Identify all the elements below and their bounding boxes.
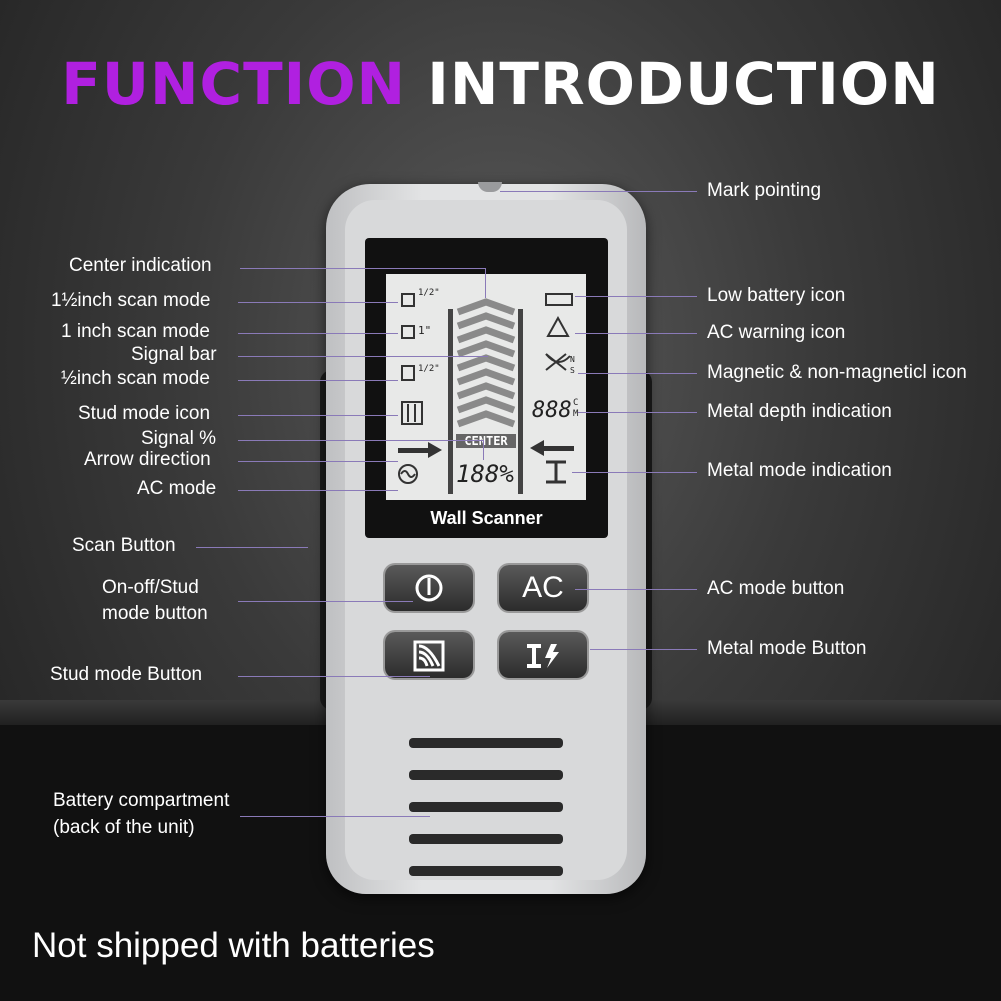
metal-button[interactable]: [499, 632, 587, 678]
percent-readout: 188%: [456, 460, 514, 488]
label-stud-icon: Stud mode icon: [78, 403, 211, 424]
label-mark: Mark pointing: [707, 180, 822, 201]
leader-line: [240, 816, 430, 817]
leader-line: [590, 649, 697, 650]
power-button[interactable]: [385, 565, 473, 611]
leader-line: [238, 415, 398, 416]
signal-chevron: [456, 298, 516, 316]
scan-icon-c: [401, 365, 415, 381]
signal-chevron: [456, 354, 516, 372]
stud-button[interactable]: [385, 632, 473, 678]
signal-chevron: [456, 326, 516, 344]
vent-slot: [409, 802, 563, 812]
leader-line: [238, 676, 430, 677]
label-metal-depth: Metal depth indication: [707, 401, 892, 422]
leader-line: [572, 472, 697, 473]
vent-slot: [409, 834, 563, 844]
leader-line: [240, 268, 485, 269]
leader-line: [238, 461, 398, 462]
device-name: Wall Scanner: [430, 508, 543, 528]
leader-line: [238, 302, 398, 303]
center-box: [456, 434, 516, 448]
page-title: FUNCTION INTRODUCTION: [0, 50, 1001, 118]
scan-label-a: 1/2": [418, 288, 440, 298]
signal-chevron: [456, 340, 516, 358]
label-ac-mode: AC mode: [137, 478, 217, 499]
depth-readout: 888: [532, 398, 572, 423]
label-stud-button: Stud mode Button: [50, 664, 203, 685]
leader-line: [196, 547, 308, 548]
mag-label-n: N: [570, 355, 575, 364]
leader-line: [238, 333, 398, 334]
vent-slot: [409, 738, 563, 748]
mag-label-s: S: [570, 366, 575, 375]
leader-line: [483, 440, 484, 460]
label-signal-bar: Signal bar: [131, 344, 217, 365]
leader-line: [238, 490, 398, 491]
center-text: CENTER: [464, 434, 508, 448]
leader-line: [575, 296, 697, 297]
leader-line: [500, 191, 697, 192]
label-arrow: Arrow direction: [84, 449, 211, 470]
depth-unit-c: C: [573, 398, 579, 408]
label-signal-pct: Signal %: [141, 428, 216, 449]
title-part1: FUNCTION: [61, 50, 407, 118]
leader-line: [485, 268, 486, 298]
metal-icon-button: [527, 644, 559, 668]
stud-icon: [401, 401, 423, 425]
leader-line: [575, 333, 697, 334]
ac-button[interactable]: AC: [499, 565, 587, 611]
leader-line: [238, 440, 483, 441]
leader-line: [575, 589, 697, 590]
label-battery-2: (back of the unit): [53, 817, 195, 838]
scan-icon-b: [401, 325, 415, 339]
label-ac-button: AC mode button: [707, 578, 845, 599]
power-icon: [415, 574, 443, 602]
label-scan-button: Scan Button: [72, 535, 176, 556]
label-metal-mode: Metal mode indication: [707, 460, 892, 481]
arrow-left-icon: [544, 446, 574, 451]
leader-line: [578, 373, 697, 374]
signal-chevron: [456, 396, 516, 414]
vent-slot: [409, 770, 563, 780]
signal-chevron: [456, 368, 516, 386]
ac-mode-icon: [398, 464, 418, 484]
label-center: Center indication: [69, 255, 212, 276]
mark-notch: [478, 182, 502, 192]
arrow-right-icon: [398, 448, 428, 453]
signal-chevron: [456, 382, 516, 400]
stud-icon-button: [413, 640, 445, 672]
label-scan1: 1 inch scan mode: [61, 321, 210, 342]
scan-icon-a: [401, 293, 415, 307]
signal-rail-left: [448, 309, 453, 494]
signal-chevron: [456, 410, 516, 428]
battery-icon: [545, 293, 573, 306]
leader-line: [578, 412, 697, 413]
label-low-battery: Low battery icon: [707, 285, 846, 306]
ac-warning-icon: [546, 315, 570, 337]
label-magnetic: Magnetic & non-magneticl icon: [707, 362, 967, 383]
depth-unit-m: M: [573, 409, 579, 419]
title-part2: INTRODUCTION: [427, 50, 940, 118]
metal-mode-icon: [546, 460, 566, 484]
lcd-graphics: [398, 293, 574, 494]
footer-note: Not shipped with batteries: [32, 926, 435, 965]
signal-rail-right: [518, 309, 523, 494]
signal-chevron: [456, 312, 516, 330]
leader-line: [238, 601, 413, 602]
label-scan05: ½inch scan mode: [61, 368, 210, 389]
scan-label-c: 1/2": [418, 364, 440, 374]
leader-line: [238, 356, 488, 357]
label-battery-1: Battery compartment: [53, 790, 230, 811]
label-ac-warning: AC warning icon: [707, 322, 846, 343]
label-onoff-2: mode button: [102, 603, 208, 624]
label-onoff-1: On-off/Stud: [102, 577, 199, 598]
scan-label-b: 1": [418, 324, 432, 337]
vent-slot: [409, 866, 563, 876]
label-scan15: 1½inch scan mode: [51, 290, 211, 311]
leader-line: [238, 380, 398, 381]
label-metal-button: Metal mode Button: [707, 638, 867, 659]
